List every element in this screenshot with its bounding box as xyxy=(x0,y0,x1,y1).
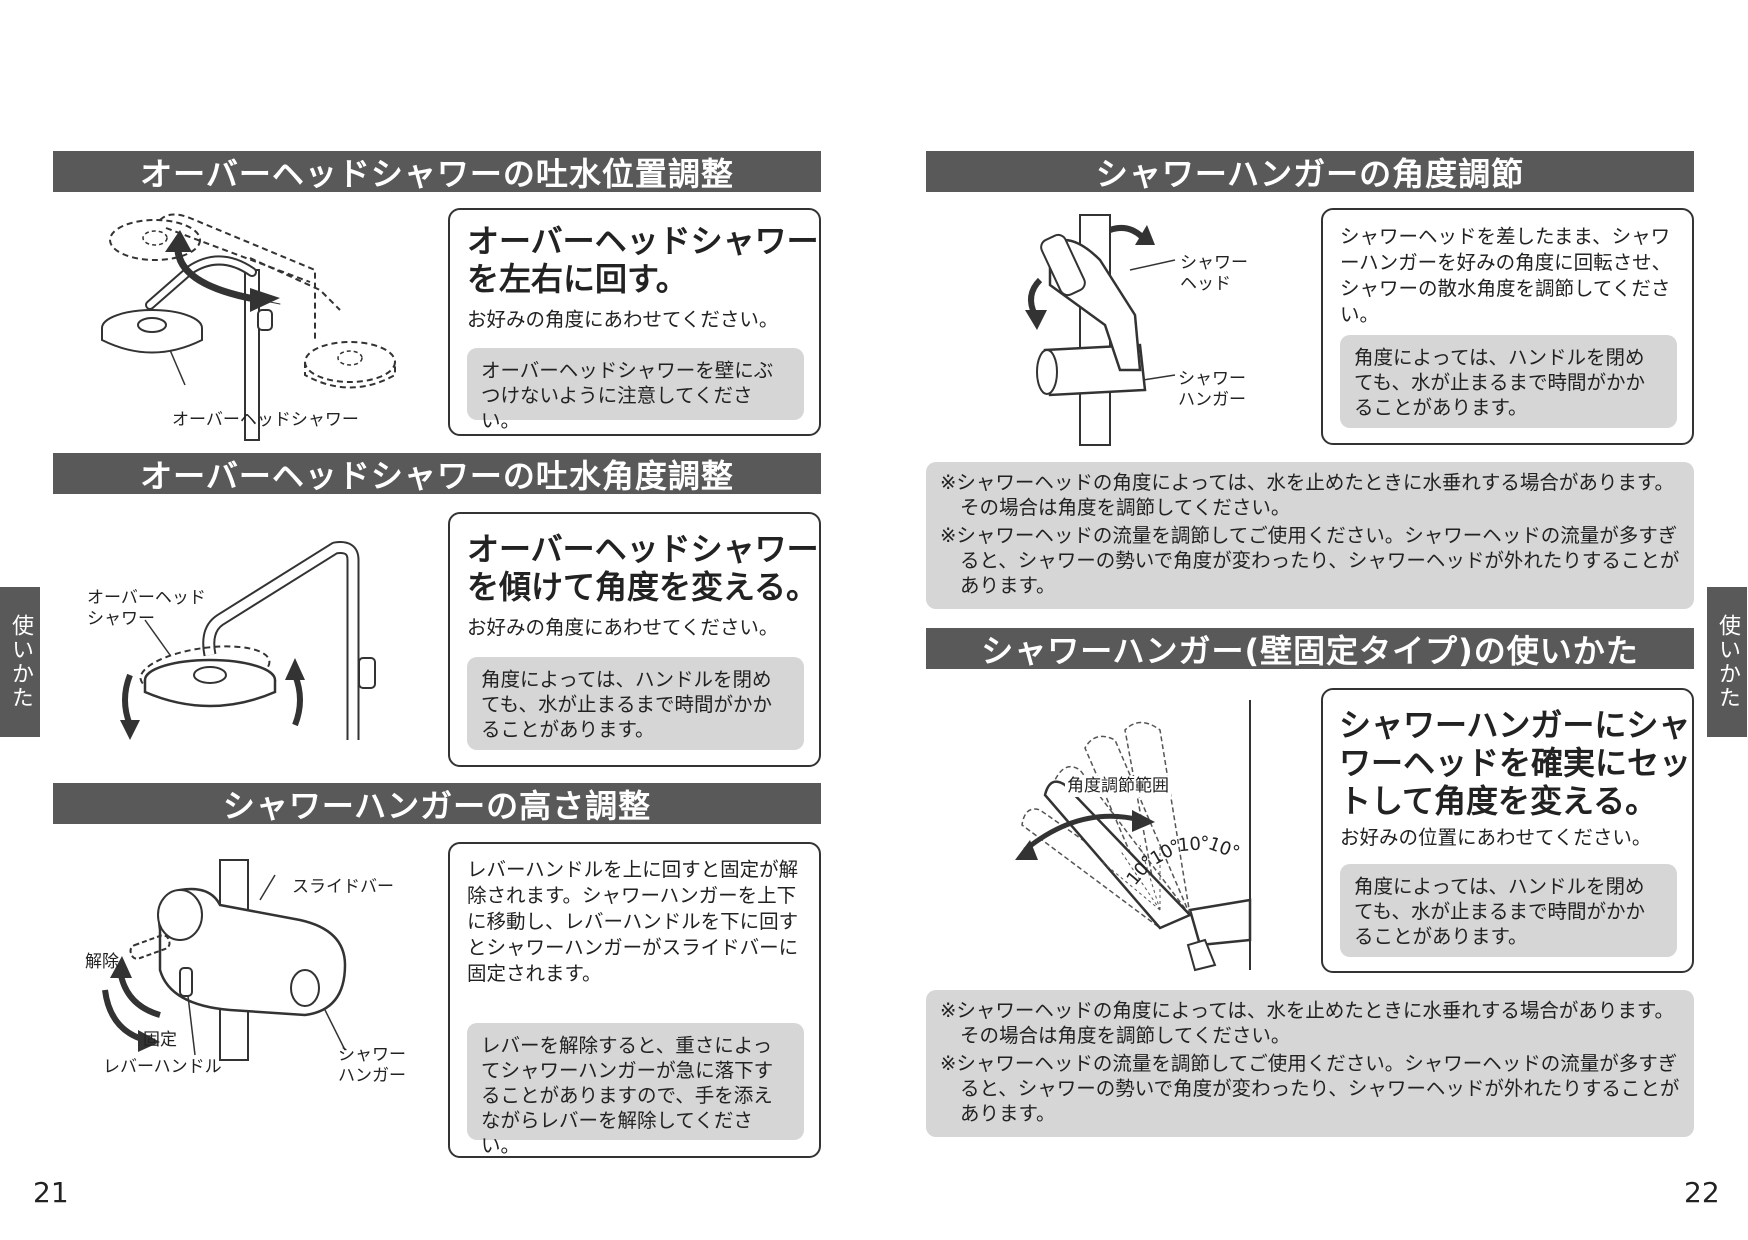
section-title-angle: オーバーヘッドシャワーの吐水角度調整 xyxy=(53,453,821,495)
text-rotate: お好みの角度にあわせてください。 xyxy=(467,308,779,331)
heading-rotate-line2: を左右に回す。 xyxy=(467,260,688,298)
section-title-hanger-angle: シャワーハンガーの角度調節 xyxy=(926,151,1694,193)
note-height: レバーを解除すると、重さによってシャワーハンガーが急に落下することがありますので… xyxy=(467,1023,804,1157)
note-wall-hanger: 角度によっては、ハンドルを閉めても、水が止まるまで時間がかかることがあります。 xyxy=(1340,864,1677,957)
warning-item: ※シャワーヘッドの角度によっては、水を止めたときに水垂れする場合があります。その… xyxy=(940,471,1674,519)
shower-hanger-angle-illustration xyxy=(1025,214,1176,446)
heading-tilt-line2: を傾けて角度を変える。 xyxy=(467,568,819,606)
warning-item: ※シャワーヘッドの流量を調節してご使用ください。シャワーヘッドの流量が多すぎると… xyxy=(940,524,1680,597)
side-tab-left: 使いかた xyxy=(0,587,40,737)
warnings-block-2: ※シャワーヘッドの角度によっては、水を止めたときに水垂れする場合があります。その… xyxy=(926,990,1694,1137)
heading-wall-line2: ワーヘッドを確実にセッ xyxy=(1339,744,1692,782)
heading-wall-line3: トして角度を変える。 xyxy=(1339,782,1658,820)
hanger-label-a: シャワー xyxy=(338,1045,406,1065)
section-title-wall-hanger: シャワーハンガー(壁固定タイプ)の使いかた xyxy=(926,628,1694,670)
shower-hanger-label-b: ハンガー xyxy=(1178,390,1246,410)
release-label: 解除 xyxy=(85,952,119,972)
page-number-left: 21 xyxy=(33,1176,69,1209)
heading-tilt-line1: オーバーヘッドシャワー xyxy=(467,530,819,568)
text-hanger-angle: シャワーヘッドを差したまま、シャワーハンガーを好みの角度に回転させ、シャワーの散… xyxy=(1340,225,1672,326)
overhead-shower-label: オーバーヘッドシャワー xyxy=(172,410,359,430)
overhead-shower-label-2b: シャワー xyxy=(87,609,155,629)
overhead-shower-tilt-illustration xyxy=(120,541,376,740)
section-title-position: オーバーヘッドシャワーの吐水位置調整 xyxy=(53,151,821,193)
warning-item: ※シャワーヘッドの流量を調節してご使用ください。シャワーヘッドの流量が多すぎると… xyxy=(940,1052,1680,1125)
warnings-block-1: ※シャワーヘッドの角度によっては、水を止めたときに水垂れする場合があります。その… xyxy=(926,462,1694,609)
hanger-label-b: ハンガー xyxy=(338,1066,406,1086)
heading-wall-line1: シャワーハンガーにシャ xyxy=(1339,706,1691,744)
heading-rotate-line1: オーバーヘッドシャワー xyxy=(467,222,819,260)
shower-head-label-a: シャワー xyxy=(1180,253,1248,273)
wall-hanger-angle-illustration xyxy=(1015,700,1252,972)
text-tilt: お好みの角度にあわせてください。 xyxy=(467,616,779,639)
text-height: レバーハンドルを上に回すと固定が解除されます。シャワーハンガーを上下に移動し、レ… xyxy=(467,858,799,985)
warning-item: ※シャワーヘッドの角度によっては、水を止めたときに水垂れする場合があります。その… xyxy=(940,999,1674,1047)
section-title-height: シャワーハンガーの高さ調整 xyxy=(53,783,821,825)
page-number-right: 22 xyxy=(1684,1176,1720,1209)
shower-hanger-label-a: シャワー xyxy=(1178,369,1246,389)
angle-range-label: 角度調節範囲 xyxy=(1065,776,1171,797)
slide-bar-label: スライドバー xyxy=(292,877,394,897)
lever-handle-label: レバーハンドル xyxy=(103,1057,222,1077)
overhead-shower-label-2a: オーバーヘッド xyxy=(87,588,206,608)
side-tab-right: 使いかた xyxy=(1707,587,1747,737)
shower-hanger-height-illustration xyxy=(102,859,347,1061)
note-tilt: 角度によっては、ハンドルを閉めても、水が止まるまで時間がかかることがあります。 xyxy=(467,657,804,750)
note-hanger-angle: 角度によっては、ハンドルを閉めても、水が止まるまで時間がかかることがあります。 xyxy=(1340,335,1677,428)
note-rotate: オーバーヘッドシャワーを壁にぶつけないように注意してください。 xyxy=(467,348,804,432)
text-wall-hanger: お好みの位置にあわせてください。 xyxy=(1340,826,1652,849)
fix-label: 固定 xyxy=(143,1030,177,1050)
shower-head-label-b: ヘッド xyxy=(1180,274,1231,294)
overhead-shower-rotate-illustration xyxy=(101,213,396,441)
